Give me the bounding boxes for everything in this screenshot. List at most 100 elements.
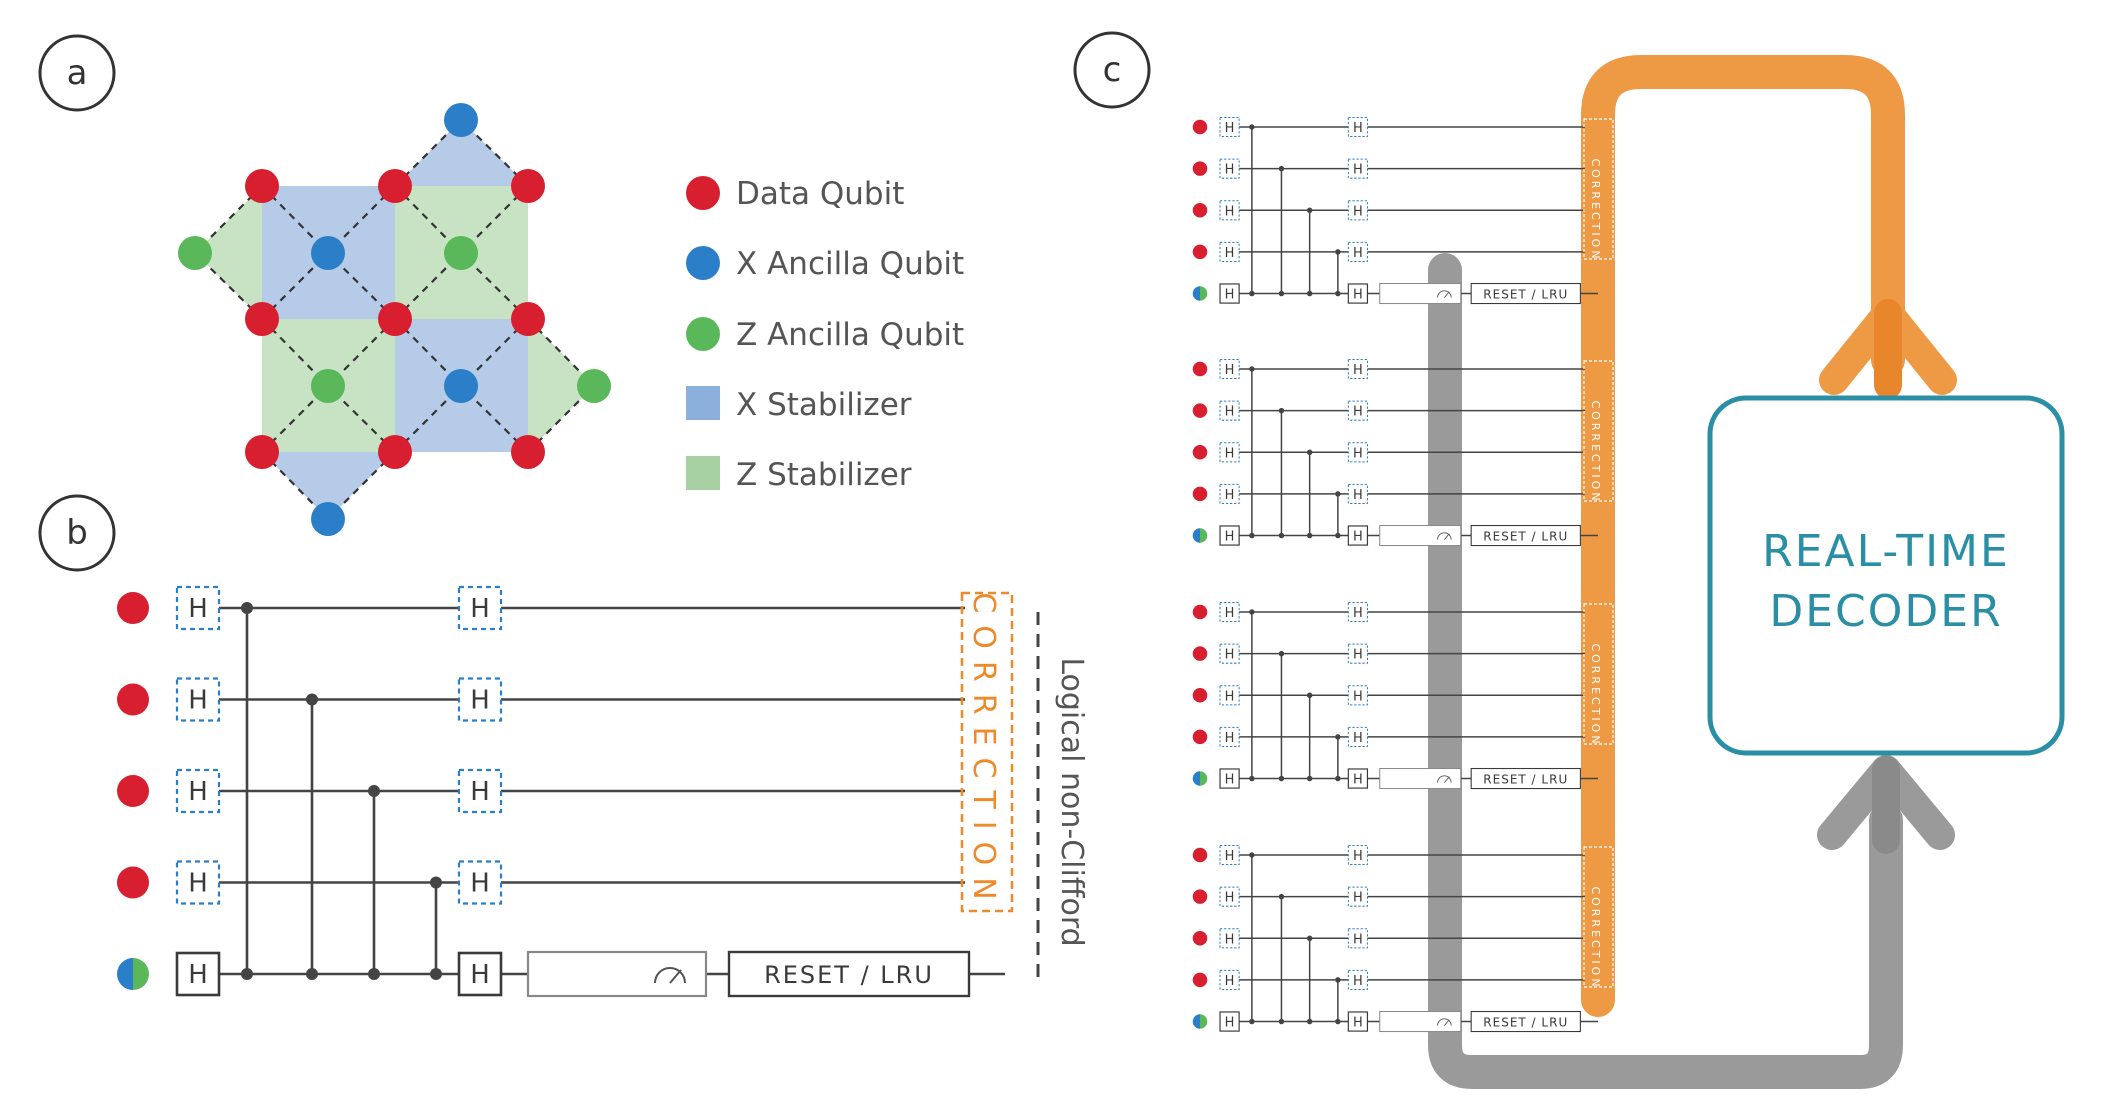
hadamard-gate	[1219, 241, 1240, 262]
hadamard-gate	[1347, 969, 1368, 990]
cnot-control-dot	[1306, 449, 1313, 455]
measurement-box	[1379, 1011, 1462, 1033]
decoder-title-line2: DECODER	[1769, 586, 2002, 637]
hadamard-gate	[1219, 116, 1240, 138]
hadamard-gate	[1219, 400, 1240, 421]
cnot-control-dot	[241, 602, 253, 614]
hadamard-label: H	[1225, 606, 1235, 621]
hadamard-label: H	[1225, 405, 1235, 420]
ancilla-qubit-z-half	[1200, 286, 1208, 301]
decoder-title-line1: REAL-TIME	[1762, 526, 2010, 577]
data-qubit	[117, 866, 149, 899]
legend-x-ancilla: X Ancilla Qubit	[686, 246, 964, 282]
ancilla-qubit-z-half	[1200, 528, 1208, 543]
meter-icon	[1437, 290, 1452, 298]
meter-needle-icon	[1443, 1019, 1450, 1026]
legend: Data Qubit X Ancilla Qubit Z Ancilla Qub…	[686, 176, 964, 493]
cnot-control-dot	[306, 693, 318, 706]
hadamard-label: H	[188, 777, 208, 807]
hadamard-gate	[1219, 969, 1240, 990]
meter-icon	[1437, 532, 1452, 540]
x-stabilizer-boundary	[395, 120, 528, 186]
hadamard-gate	[1219, 928, 1240, 949]
cnot-target-dot	[1335, 775, 1341, 782]
meter-icon	[654, 967, 686, 984]
cnot-control-dot	[368, 785, 380, 797]
panel-c-label: c	[1103, 50, 1122, 90]
cnot-control-dot	[1278, 407, 1285, 414]
correction-box-small	[1583, 118, 1614, 260]
hadamard-label: H	[1225, 974, 1235, 989]
correction-label-small: CORRECTION	[1589, 886, 1602, 989]
hadamard-label: H	[1353, 932, 1363, 947]
measurement-box	[1379, 525, 1462, 547]
legend-label: X Stabilizer	[736, 387, 912, 423]
hadamard-gate	[1347, 685, 1368, 706]
ancilla-qubit-x-half	[1192, 528, 1200, 543]
x-ancilla-qubit	[311, 236, 345, 270]
reset-lru-box	[727, 950, 971, 998]
hadamard-gate	[1219, 525, 1240, 546]
panel-a-label: a	[67, 53, 88, 93]
cnot-target-dot	[368, 968, 380, 980]
cnot-target-dot	[1249, 1018, 1255, 1025]
data-qubit	[117, 683, 149, 716]
hadamard-label: H	[1225, 891, 1235, 906]
data-qubit	[1192, 403, 1208, 418]
data-qubit	[1192, 361, 1208, 377]
reset-lru-box	[1470, 524, 1581, 547]
hadamard-label: H	[470, 960, 490, 990]
hadamard-gate	[1219, 283, 1240, 304]
hadamard-label: H	[1353, 891, 1363, 906]
hadamard-label: H	[470, 777, 490, 807]
data-qubit	[511, 169, 545, 203]
panel-b-badge	[38, 494, 116, 572]
measurement-box	[526, 950, 708, 998]
data-qubit	[1192, 119, 1208, 135]
cnot-control-dot	[1306, 692, 1313, 698]
syndrome-feedback-path	[1428, 253, 1903, 1089]
cnot-target-dot	[1249, 775, 1255, 782]
data-qubit	[511, 435, 545, 469]
data-qubit	[245, 435, 279, 469]
panel-a: a	[38, 34, 964, 536]
x-ancilla-qubit	[444, 369, 478, 403]
data-qubit	[1192, 444, 1208, 460]
cnot-control-dot	[1335, 491, 1341, 497]
reset-lru-box	[1470, 1010, 1581, 1033]
hadamard-gate	[1347, 483, 1368, 504]
cnot-target-dot	[1335, 1018, 1341, 1025]
hadamard-gate	[457, 860, 503, 905]
hadamard-gate	[1219, 442, 1240, 463]
z-ancilla-swatch	[686, 317, 720, 351]
data-qubit	[117, 775, 149, 807]
hadamard-label: H	[1353, 163, 1363, 178]
panel-a-badge	[38, 34, 116, 112]
measurement-box	[1379, 768, 1462, 790]
hadamard-gate	[1219, 358, 1240, 380]
correction-feedback-path	[1581, 55, 1905, 1017]
legend-label: X Ancilla Qubit	[736, 246, 964, 282]
hadamard-gate	[1219, 1011, 1240, 1032]
hadamard-label: H	[1353, 288, 1363, 303]
data-qubit	[245, 169, 279, 203]
cnot-target-dot	[1249, 290, 1255, 297]
hadamard-label: H	[470, 686, 490, 716]
correction-label-small: CORRECTION	[1589, 158, 1602, 261]
cnot-target-dot	[1249, 532, 1255, 539]
cnot-control-dot	[1306, 935, 1313, 941]
x-ancilla-qubit	[444, 103, 478, 137]
cnot-control-dot	[1335, 249, 1341, 255]
hadamard-label: H	[1225, 488, 1235, 503]
hadamard-label: H	[470, 869, 490, 899]
real-time-decoder-box	[1707, 395, 2065, 756]
ancilla-qubit-x-half	[1192, 771, 1200, 786]
hadamard-label: H	[1225, 121, 1235, 136]
ancilla-qubit-z-half	[133, 958, 149, 990]
cnot-target-dot	[306, 968, 318, 980]
cnot-control-dot	[1249, 124, 1255, 130]
data-qubit	[1192, 202, 1208, 218]
hadamard-label: H	[1353, 446, 1363, 461]
x-ancilla-qubit	[311, 502, 345, 536]
